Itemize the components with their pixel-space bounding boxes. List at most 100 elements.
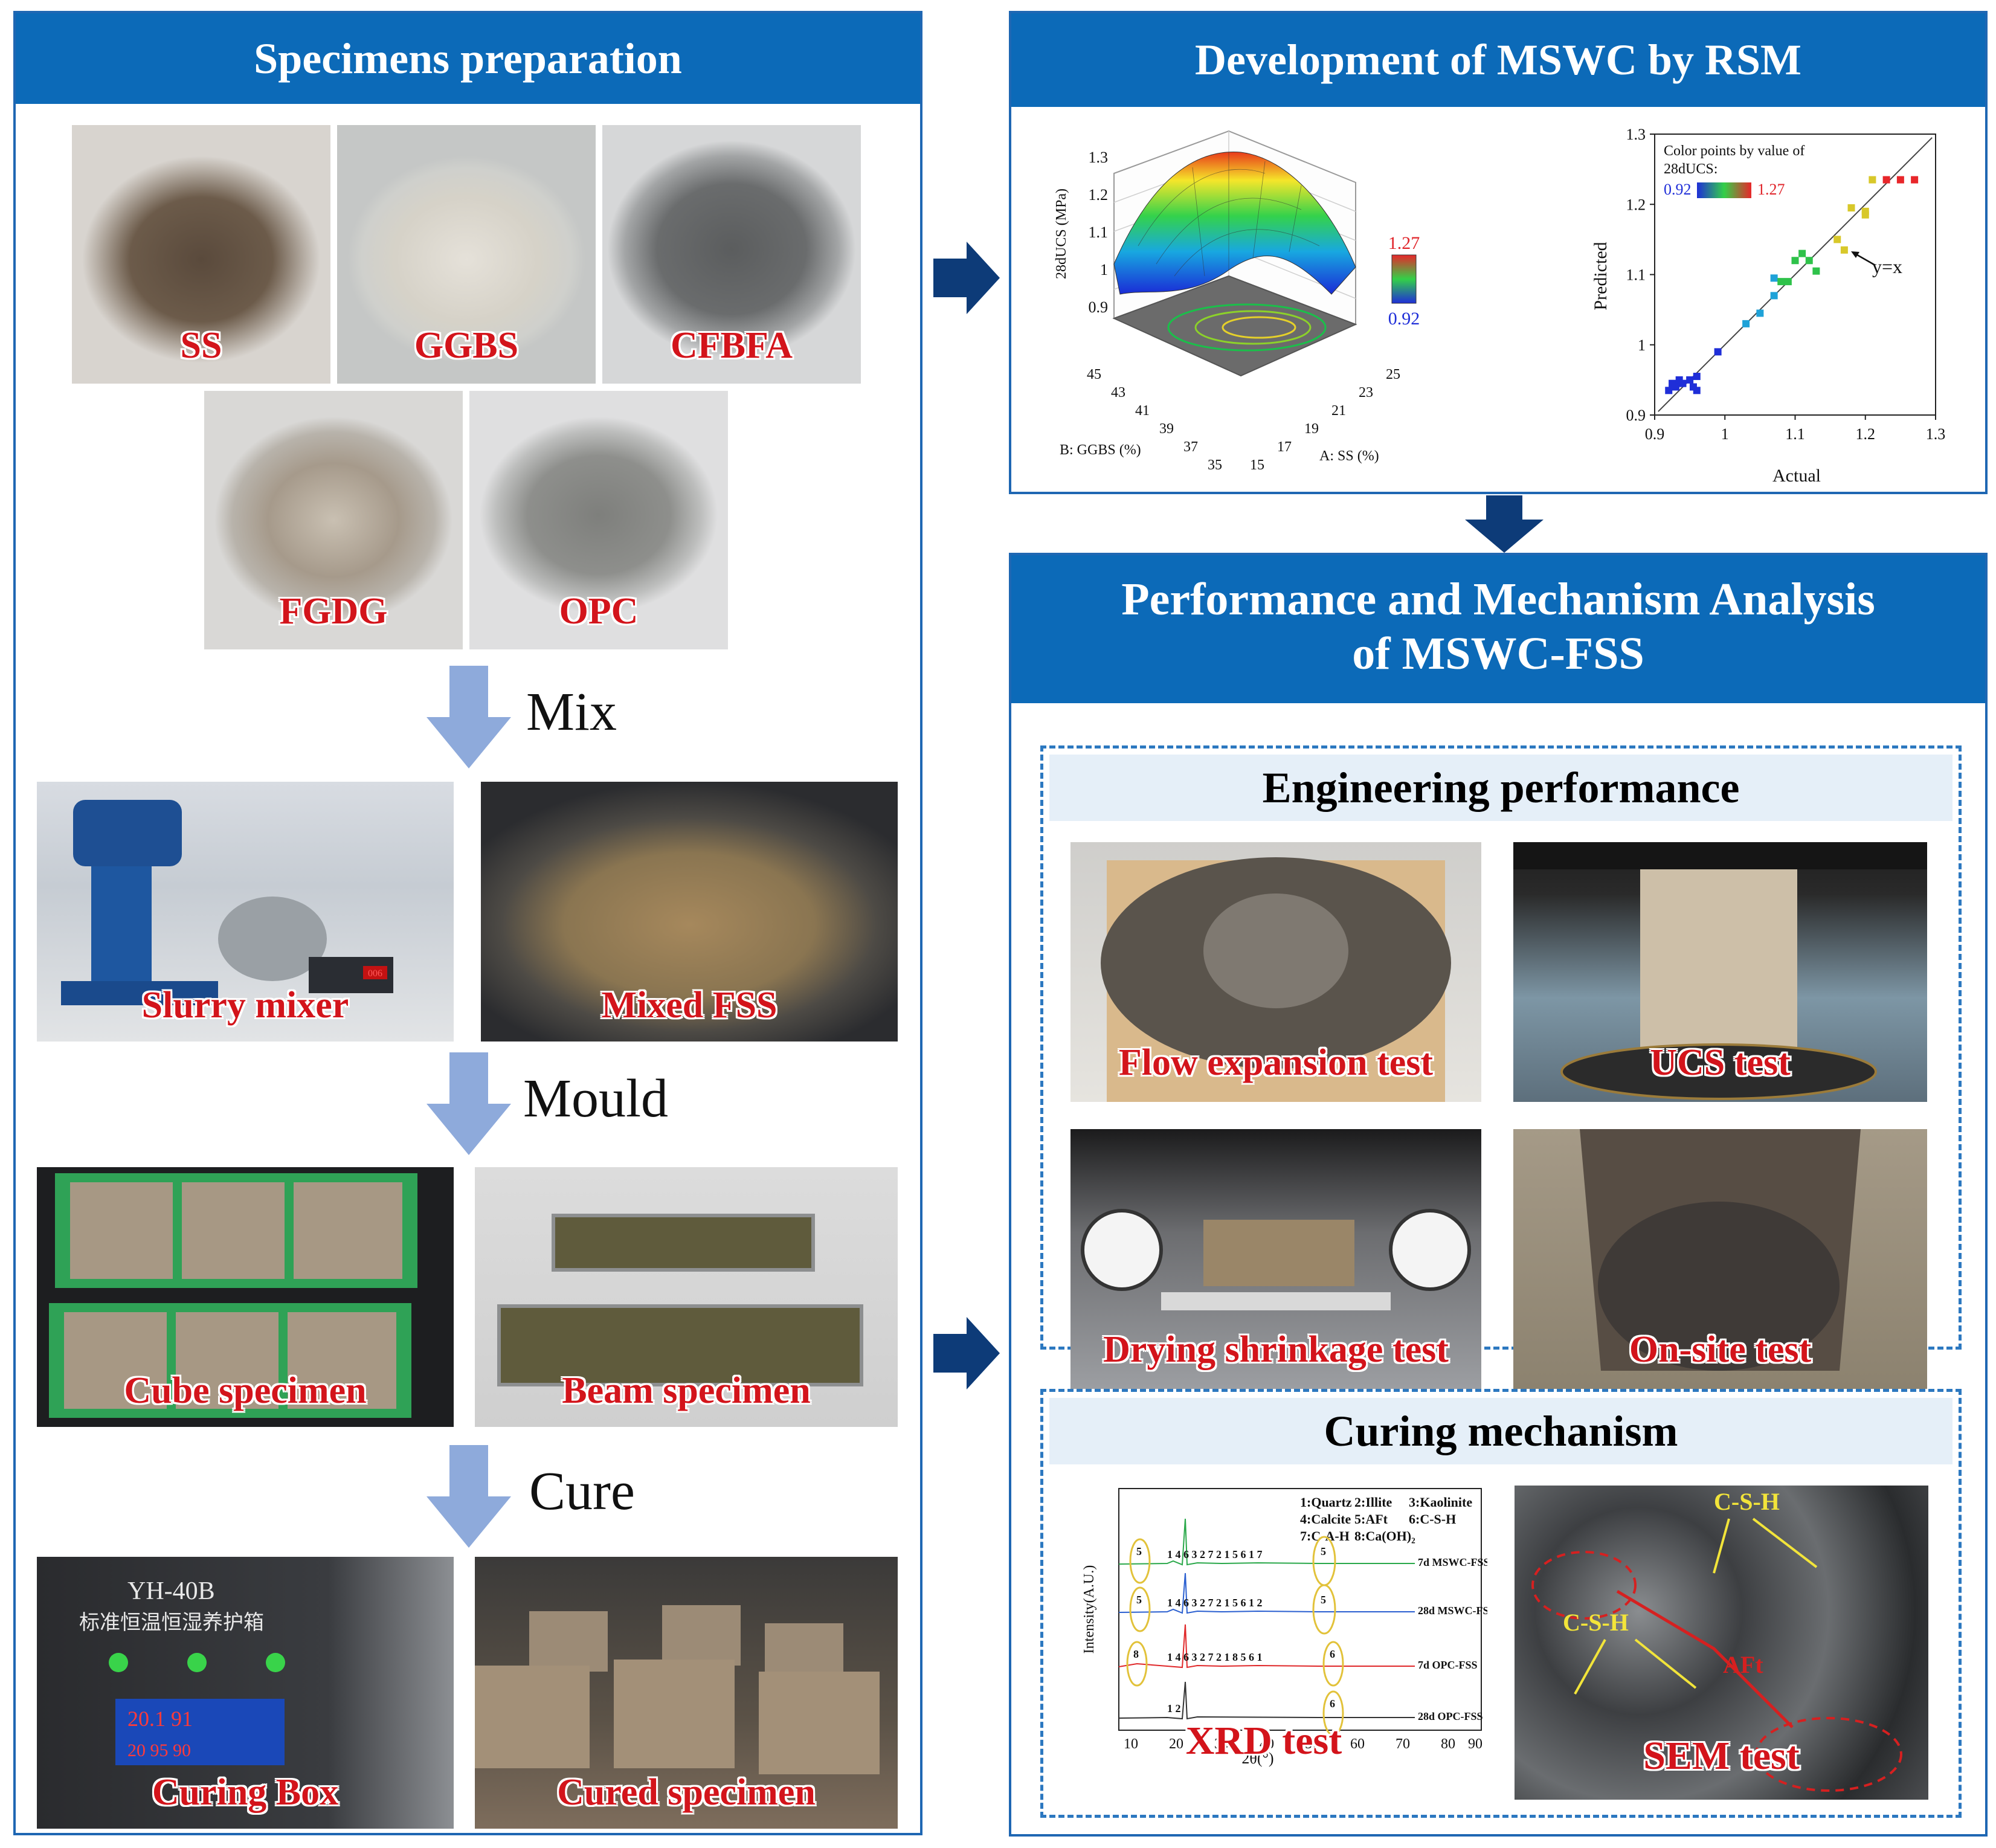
flow-test-illustration [1101,857,1451,1102]
material-label-opc: OPC [559,591,639,632]
xrd-x-tick: 50 [1305,1736,1319,1752]
sem-label-aft: AFt [1723,1651,1763,1678]
scatter-legend-title-line1: Color points by value of [1664,143,1804,159]
scatter-y-tick: 1.2 [1626,196,1646,213]
curing-mechanism-box: Curing mechanism Intensity(A.U.) 1:Quart… [1040,1389,1962,1818]
surface-y-tick: 41 [1135,403,1150,419]
surface-y-tick: 45 [1087,367,1101,382]
scatter-point [1742,320,1750,327]
scatter-y-label: Predicted [1591,242,1611,310]
surface-y-tick: 35 [1208,457,1222,473]
scatter-point [1833,236,1841,243]
photo-label-mixed-fss: Mixed FSS [601,985,777,1026]
xrd-legend-item: 5:AFt [1354,1512,1388,1527]
surface-colorbar-min: 0.92 [1388,309,1420,329]
scatter-y-tick: 0.9 [1626,407,1646,424]
xrd-circle-label: 6 [1330,1698,1335,1710]
scatter-point [1770,292,1778,300]
scatter-point [1784,278,1792,286]
scatter-point [1665,387,1673,394]
photo-label-cube-specimen: Cube specimen [124,1370,367,1411]
scatter-x-label: Actual [1772,466,1821,486]
annotation-arrow-head [1851,251,1859,258]
surface-z-label: 28dUCS (MPa) [1054,188,1069,279]
xrd-circle-label: 5 [1136,1545,1142,1557]
scatter-annotation-yx: y=x [1872,256,1902,277]
scatter-x-tick: 1.2 [1856,425,1876,443]
xrd-series-label: 7d OPC-FSS [1418,1659,1478,1671]
photo-drying-shrinkage-test: Drying shrinkage test [1070,1129,1481,1389]
analysis-title-line1: Performance and Mechanism Analysis [1121,574,1875,625]
xrd-x-tick: 80 [1441,1736,1455,1752]
scatter-point [1869,176,1876,184]
xrd-series-label: 7d MSWC-FSS [1418,1556,1487,1568]
scatter-point [1882,176,1890,184]
surface-y-tick: 43 [1111,385,1125,401]
scatter-y-tick: 1 [1638,336,1646,354]
curing-box-name: 标准恒温恒湿养护箱 [79,1611,264,1634]
scatter-x-tick: 0.9 [1645,425,1665,443]
xrd-circle-label: 5 [1136,1594,1142,1606]
xrd-legend-item: 4:Calcite [1300,1512,1351,1527]
scatter-point [1672,383,1679,391]
photo-label-ucs-test: UCS test [1650,1042,1791,1083]
mixer-display-text: 006 [368,968,382,979]
scatter-legend-gradient [1697,182,1751,198]
scatter-point [1679,379,1687,387]
photo-cube-specimen: Cube specimen [37,1167,454,1427]
surface-y-tick: 39 [1159,421,1174,437]
material-label-fgdg: FGDG [279,591,388,632]
surface-y-label: B: GGBS (%) [1060,442,1141,458]
curing-box-model: YH-40B [127,1577,215,1605]
material-photo-cfbfa: CFBFA [602,125,861,384]
surface-x-label: A: SS (%) [1319,448,1379,464]
material-label-ss: SS [180,325,222,366]
surface-z-tick: 1.3 [1089,149,1109,166]
surface-x-tick: 21 [1331,403,1346,419]
scatter-y-tick: 1.3 [1626,126,1646,143]
scatter-point [1840,246,1848,254]
surface-y-tick: 37 [1183,439,1198,455]
xrd-test-label: XRD test [1185,1719,1342,1763]
photo-cured-specimen: Cured specimen [475,1557,898,1829]
xrd-series-label: 28d OPC-FSS [1418,1710,1483,1722]
curing-mechanism-title: Curing mechanism [1049,1398,1953,1464]
sem-image: C-S-H C-S-H AFt SEM test [1515,1486,1928,1800]
beam-illustration [497,1214,863,1386]
xrd-peak-labels: 1 4 6 3 2 7 2 1 5 6 1 7 [1167,1548,1263,1560]
on-site-test-illustration [1580,1129,1861,1371]
photo-curing-box: YH-40B 标准恒温恒湿养护箱 20.1 91 20 95 90 Curing… [37,1557,454,1829]
engineering-performance-box: Engineering performance Flow expansion t… [1040,745,1962,1389]
scatter-y-tick: 1.1 [1626,266,1646,284]
mixer-illustration: 006 [61,800,393,1005]
sem-test-label: SEM test [1643,1734,1800,1778]
panel-title-rsm: Development of MSWC by RSM [1011,13,1985,107]
material-photo-fgdg: FGDG [204,391,463,649]
annotation-arrow-line [1853,252,1876,266]
photo-on-site-test: On-site test [1513,1129,1927,1389]
cured-cubes-illustration [475,1605,880,1774]
engineering-performance-title: Engineering performance [1049,755,1953,821]
down-arrow-mould [427,1052,511,1155]
analysis-panel: Performance and Mechanism Analysis of MS… [1009,553,1988,1837]
scatter-point [1798,250,1806,257]
step-label-mould: Mould [523,1069,669,1128]
step-label-mix: Mix [526,682,617,742]
material-photo-ss: SS [72,125,330,384]
scatter-point [1896,176,1904,184]
surface-z-tick: 0.9 [1089,298,1109,316]
xrd-x-label: 2θ(°) [1241,1750,1273,1767]
rsm-panel: Development of MSWC by RSM [1009,11,1988,494]
xrd-peak-labels: 1 2 [1167,1702,1181,1714]
analysis-title-line2: of MSWC-FSS [1352,628,1644,679]
scatter-point [1861,211,1869,219]
sem-label-csh-left: C-S-H [1563,1609,1629,1636]
scatter-legend-min: 0.92 [1664,181,1692,198]
response-surface-plot: 1.3 1.2 1.1 1 0.9 28dUCS (MPa) 1.27 0.92… [1054,130,1420,473]
xrd-peak-labels: 1 4 6 3 2 7 2 1 5 6 1 2 [1167,1597,1263,1609]
xrd-legend-item: 3:Kaolinite [1409,1495,1472,1510]
down-arrow-rsm-to-analysis [1465,495,1544,553]
scatter-point [1847,204,1855,212]
xrd-circle-label: 5 [1321,1594,1326,1606]
scatter-point [1756,309,1764,317]
